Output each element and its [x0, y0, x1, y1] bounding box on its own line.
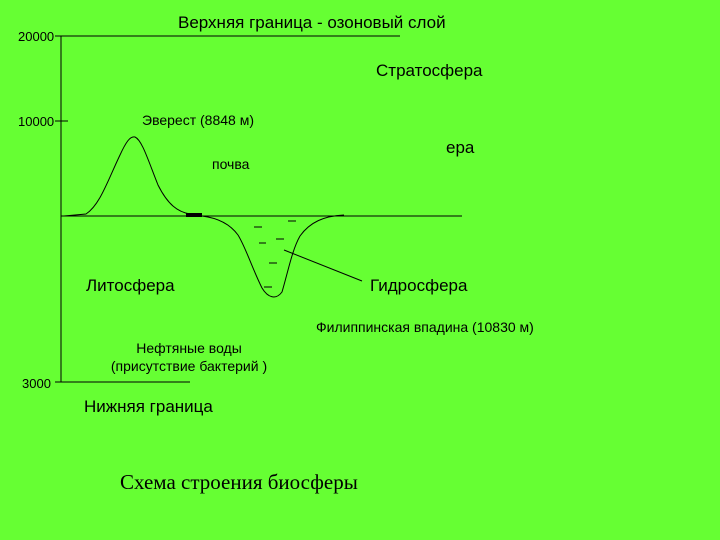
- oil-waters-line-1: Нефтяные воды: [136, 340, 242, 356]
- atmosphere-partial-label: ера: [446, 138, 475, 157]
- diagram-title: Схема строения биосферы: [120, 470, 358, 494]
- axis-tick-label-10000: 10000: [18, 114, 55, 129]
- hydrosphere-pointer-line: [283, 249, 363, 282]
- upper-boundary-label: Верхняя граница - озоновый слой: [178, 13, 446, 32]
- oil-waters-line-2: (присутствие бактерий ): [110, 358, 268, 375]
- soil-segment: [186, 213, 202, 217]
- hydrosphere-label: Гидросфера: [370, 276, 468, 295]
- soil-label: почва: [212, 156, 250, 172]
- oil-waters-label: Нефтяные воды (присутствие бактерий ): [96, 339, 282, 375]
- lithosphere-label: Литосфера: [86, 276, 175, 295]
- stratosphere-label: Стратосфера: [376, 61, 483, 80]
- axis-tick-label-20000: 20000: [18, 29, 55, 44]
- axis-tick-label-3000: 3000: [22, 376, 51, 391]
- lower-boundary-label: Нижняя граница: [84, 397, 213, 416]
- mountain-profile: [63, 136, 191, 217]
- philippine-trench-label: Филиппинская впадина (10830 м): [316, 319, 534, 335]
- trench-profile: [201, 214, 345, 298]
- everest-label: Эверест (8848 м): [142, 112, 254, 128]
